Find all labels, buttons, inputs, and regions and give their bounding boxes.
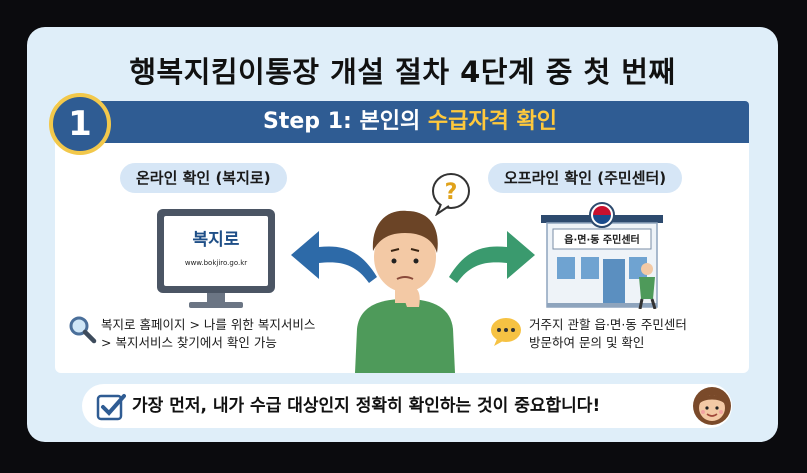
online-description: 복지로 홈페이지 > 나를 위한 복지서비스 > 복지서비스 찾기에서 확인 가… (101, 316, 315, 352)
question-bubble-icon: ? (432, 173, 470, 216)
step-title-highlight: 수급자격 확인 (427, 109, 557, 134)
speech-bubble-icon (491, 318, 521, 346)
online-desc-line1: 복지로 홈페이지 > 나를 위한 복지서비스 (101, 317, 316, 332)
left-arrow-icon (291, 231, 377, 283)
headline: 행복지킴이통장 개설 절차 4단계 중 첫 번째 (129, 55, 676, 89)
offline-desc-line1: 거주지 관할 읍·면·동 주민센터 (529, 317, 687, 332)
building-sign: 읍·면·동 주민센터 (564, 235, 640, 246)
monitor-stand (207, 293, 225, 303)
site-url: www.bokjiro.go.kr (184, 259, 248, 267)
online-label: 온라인 확인 (복지로) (120, 163, 287, 193)
offline-label: 오프라인 확인 (주민센터) (488, 163, 683, 193)
step-title-bar: Step 1: 본인의 수급자격 확인 (71, 101, 749, 143)
step-title: Step 1: 본인의 (263, 109, 428, 134)
offline-description: 거주지 관할 읍·면·동 주민센터 방문하여 문의 및 확인 (529, 316, 687, 352)
checkbox-icon (96, 394, 126, 421)
offline-desc-line2: 방문하여 문의 및 확인 (529, 335, 645, 350)
monitor-icon: 복지로 www.bokjiro.go.kr (157, 209, 275, 293)
woman-avatar-icon (693, 387, 731, 425)
monitor-screen: 복지로 www.bokjiro.go.kr (164, 216, 268, 286)
monitor-base (189, 302, 243, 308)
question-mark: ? (445, 180, 458, 205)
infographic-card: 행복지킴이통장 개설 절차 4단계 중 첫 번째 Step 1: 본인의 수급자… (27, 27, 778, 442)
bottom-message: 가장 먼저, 내가 수급 대상인지 정확히 확인하는 것이 중요합니다! (132, 396, 601, 416)
background-text (450, 4, 453, 15)
step-number-badge: 1 (49, 93, 111, 155)
person-icon (355, 210, 455, 373)
right-arrow-icon (449, 231, 535, 283)
online-desc-line2: > 복지서비스 찾기에서 확인 가능 (101, 335, 277, 350)
search-icon (69, 316, 97, 344)
community-center-icon (541, 202, 663, 309)
site-name: 복지로 (192, 230, 240, 250)
bottom-message-bar: 가장 먼저, 내가 수급 대상인지 정확히 확인하는 것이 중요합니다! (82, 384, 732, 428)
